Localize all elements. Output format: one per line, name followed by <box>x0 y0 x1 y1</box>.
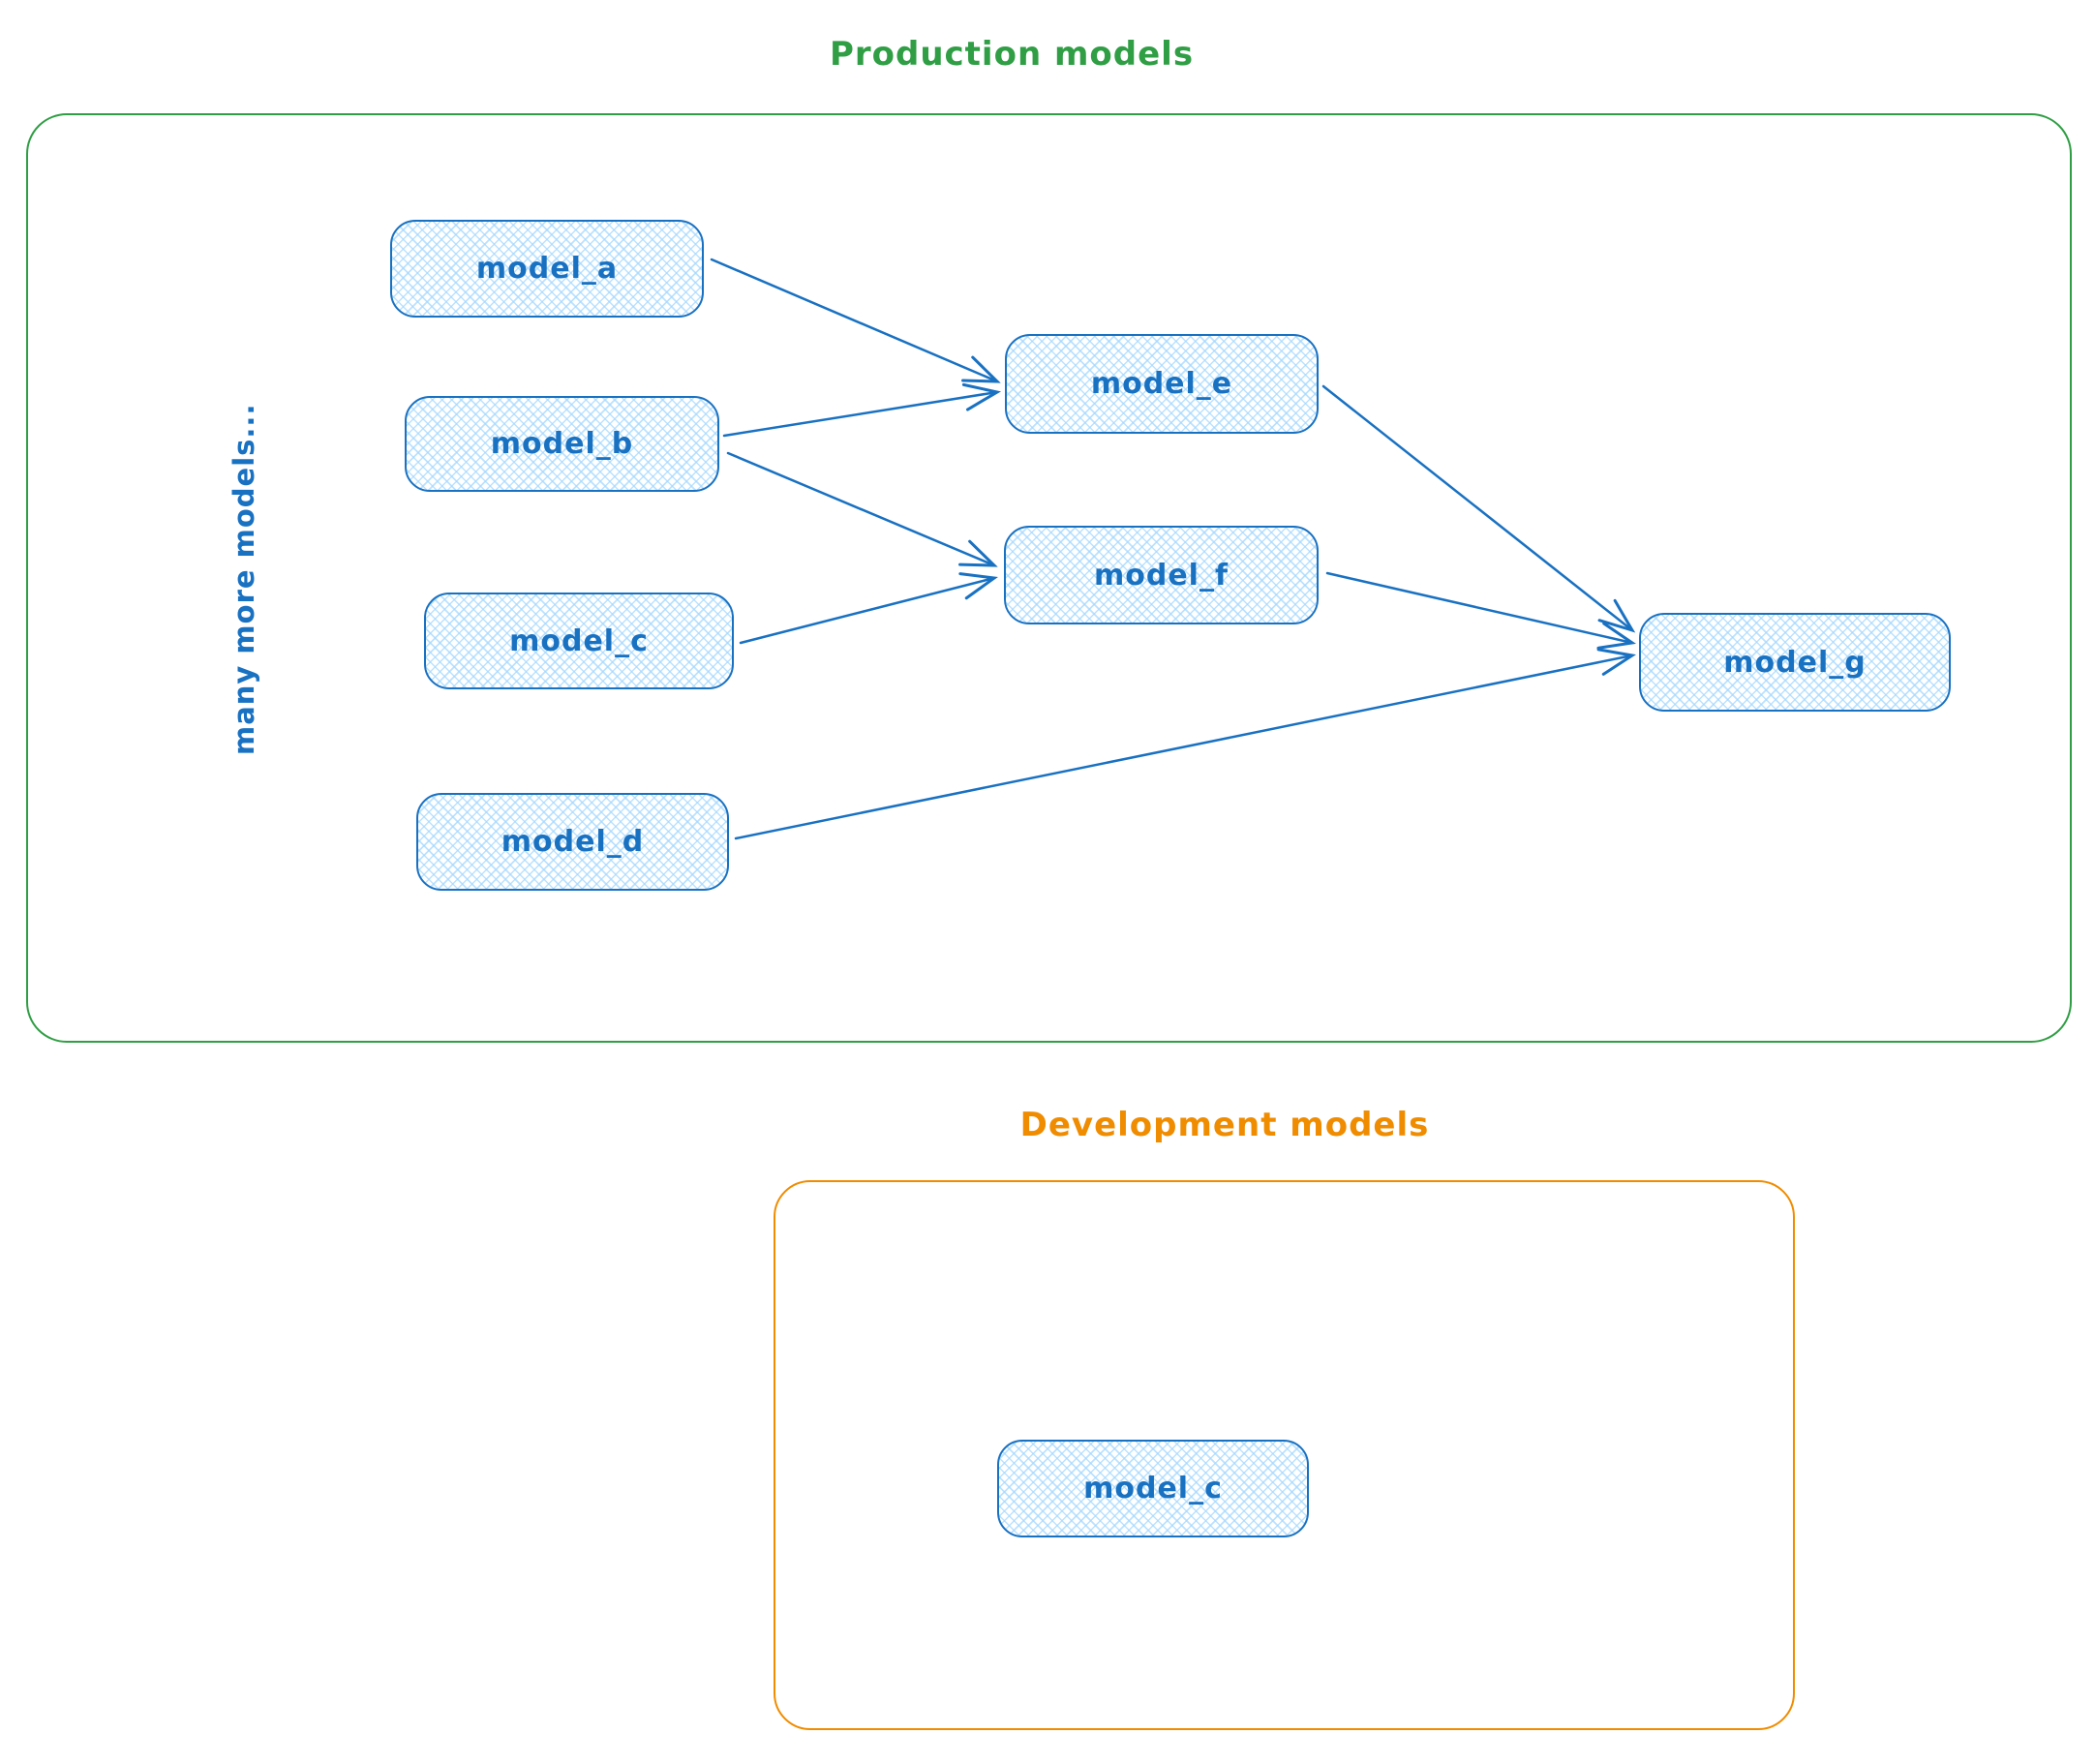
node-model-f-label: model_f <box>1093 558 1230 593</box>
development-group-title: Development models <box>1019 1106 1430 1144</box>
node-model-c-label: model_c <box>509 623 649 658</box>
node-model-a-label: model_a <box>475 252 619 286</box>
node-model-e-label: model_e <box>1090 367 1233 401</box>
node-model-d-label: model_d <box>501 825 645 859</box>
node-model-c: model_c <box>424 593 734 689</box>
node-model-e: model_e <box>1005 334 1319 434</box>
production-group-box <box>26 113 2072 1043</box>
node-model-f: model_f <box>1004 526 1319 624</box>
node-model-c-development-label: model_c <box>1083 1472 1223 1505</box>
node-model-b: model_b <box>405 396 719 492</box>
node-model-d: model_d <box>416 793 729 891</box>
development-group-box <box>774 1180 1795 1730</box>
node-model-c-development: model_c <box>997 1440 1309 1537</box>
node-model-b-label: model_b <box>490 427 634 461</box>
node-model-g-label: model_g <box>1723 645 1867 680</box>
many-more-models-note: many more models... <box>228 403 260 755</box>
node-model-g: model_g <box>1639 613 1951 712</box>
node-model-a: model_a <box>390 220 704 318</box>
production-group-title: Production models <box>829 35 1195 74</box>
